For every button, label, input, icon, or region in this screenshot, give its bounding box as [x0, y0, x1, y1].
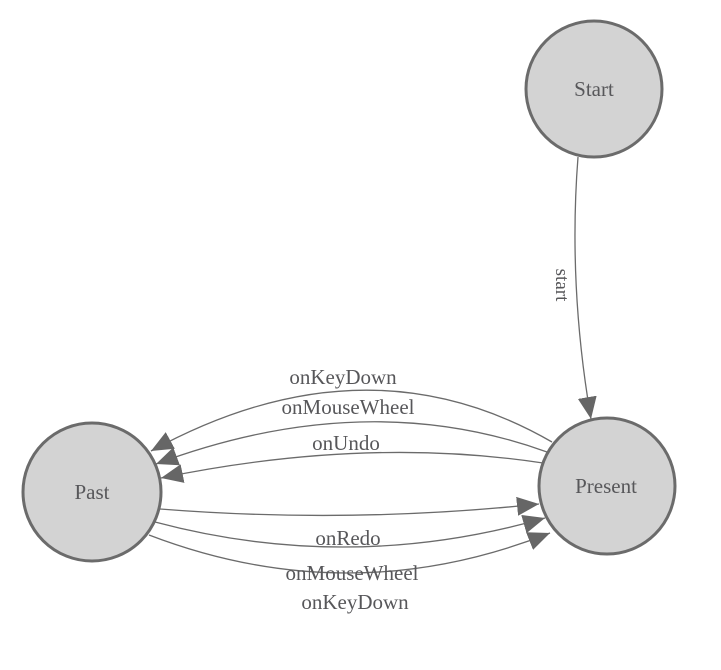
edge-present-to-past-onundo — [160, 451, 544, 483]
edge-present-to-past-onmousewheel — [155, 421, 548, 466]
present-node-label: Present — [575, 474, 637, 498]
edge-present-to-past-onkeydown — [150, 389, 553, 452]
edge-label-start: start — [551, 269, 572, 302]
edge-past-to-present-onredo — [159, 496, 540, 517]
edge-label-onmousewheel-top: onMouseWheel — [282, 395, 415, 419]
state-node-past: Past — [21, 421, 163, 563]
node-group: Start Past Present — [21, 19, 677, 563]
edge-label-group: start onKeyDown onMouseWheel onUndo onRe… — [282, 269, 572, 614]
edge-past-to-present-onkeydown — [148, 532, 551, 574]
edge-past-to-present-onmousewheel — [154, 514, 546, 548]
edge-label-onmousewheel-bottom: onMouseWheel — [286, 561, 419, 585]
past-node-label: Past — [74, 480, 109, 504]
edge-start-to-present — [574, 156, 597, 420]
edge-label-onkeydown-bottom: onKeyDown — [301, 590, 409, 614]
state-node-start: Start — [524, 19, 664, 159]
start-node-circle — [524, 19, 664, 159]
start-node-label: Start — [574, 77, 614, 101]
edge-group — [148, 156, 597, 574]
edge-label-onredo: onRedo — [315, 526, 380, 550]
edge-label-onkeydown-top: onKeyDown — [289, 365, 397, 389]
state-node-present: Present — [537, 416, 677, 556]
present-node-circle — [537, 416, 677, 556]
edge-label-onundo: onUndo — [312, 431, 380, 455]
past-node-circle — [21, 421, 163, 563]
